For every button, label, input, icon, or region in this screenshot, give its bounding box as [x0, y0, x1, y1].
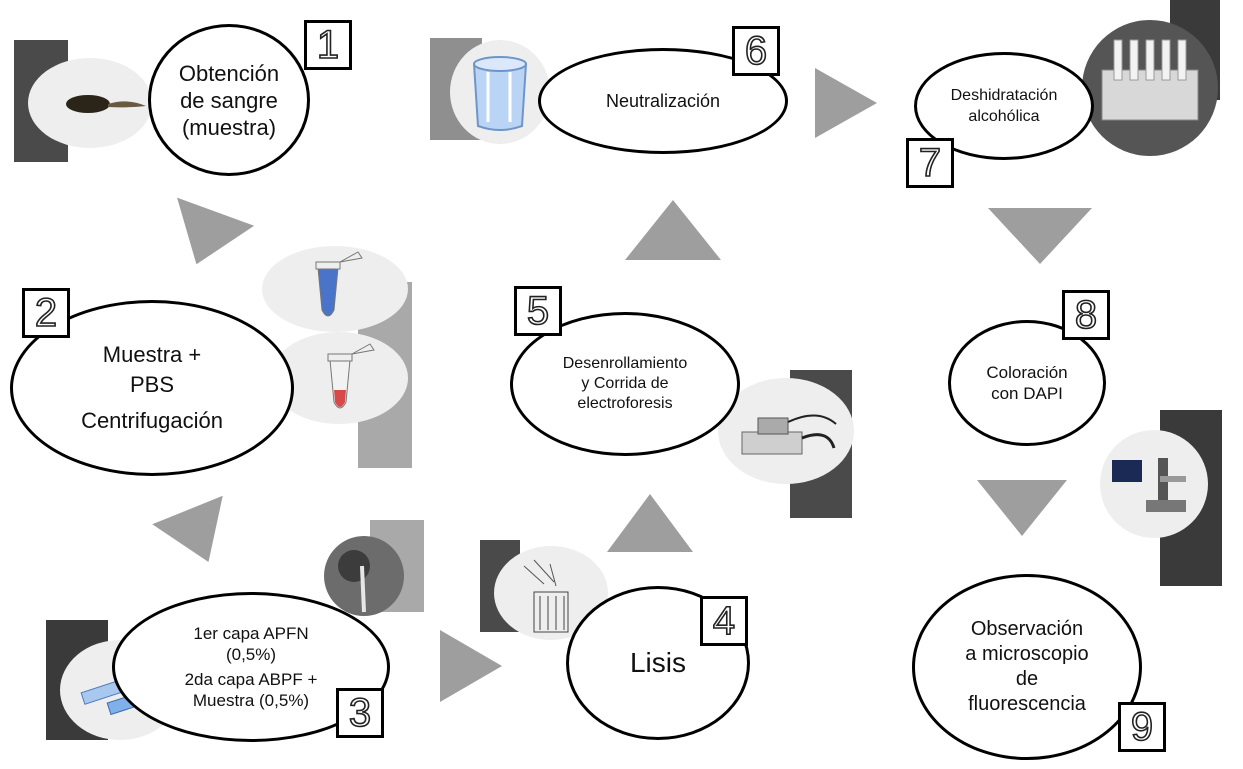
pipette-photo-icon — [338, 550, 370, 613]
step-7-line: alcohólica — [968, 108, 1040, 125]
step-3-line: 1er capa APFN — [193, 624, 309, 643]
red-tube-icon — [327, 343, 375, 409]
step-5-line: Desenrollamiento — [562, 355, 688, 372]
step-8-ellipse: Coloración con DAPI — [948, 320, 1106, 446]
step-1-line: (muestra) — [181, 114, 277, 140]
beaker-photo-circle — [450, 40, 550, 144]
step-1-ellipse: Obtención de sangre (muestra) — [148, 24, 310, 176]
tube-photo-circle-blue — [262, 246, 408, 332]
step-3-line: 2da capa ABPF + — [184, 670, 318, 689]
arrow-up — [625, 200, 721, 260]
step-4-number: 4 — [700, 596, 748, 646]
step-2-number: 2 — [22, 288, 70, 338]
arrow-down-left — [157, 197, 255, 279]
step-5-line: electroforesis — [577, 395, 673, 412]
step-4-line: Lisis — [629, 647, 686, 678]
arrow-up — [607, 494, 693, 552]
step-6-line: Neutralización — [605, 90, 721, 111]
step-2-line: PBS — [129, 372, 175, 397]
step-1-line: de sangre — [180, 87, 278, 113]
pipette-photo-circle — [324, 536, 404, 616]
staining-rack-photo-circle — [1082, 20, 1218, 156]
beaker-icon — [472, 56, 528, 131]
step-9-line: a microscopio — [965, 643, 1089, 665]
step-2-line: Muestra + — [102, 342, 202, 367]
arrow-down — [977, 480, 1067, 536]
arrow-right — [440, 630, 502, 702]
step-6-number: 6 — [732, 26, 780, 76]
step-2-line: Centrifugación — [81, 408, 223, 433]
electrophoresis-photo-circle — [718, 378, 854, 484]
lysis-tank-icon — [523, 559, 569, 633]
step-1-number: 1 — [304, 20, 352, 70]
step-5-line: y Corrida de — [581, 375, 669, 392]
step-1-line: Obtención — [178, 60, 280, 86]
step-9-ellipse: Observación a microscopio de fluorescenc… — [912, 574, 1142, 760]
step-3-line: Muestra (0,5%) — [192, 691, 310, 710]
step-9-line: de — [1015, 668, 1039, 690]
electrophoresis-icon — [741, 414, 837, 455]
tadpole-photo-circle — [28, 58, 152, 148]
staining-rack-icon — [1101, 39, 1199, 121]
step-7-number: 7 — [906, 138, 954, 188]
step-9-line: fluorescencia — [968, 693, 1086, 715]
step-2-ellipse: Muestra + PBS Centrifugación — [10, 300, 294, 476]
step-5-number: 5 — [514, 286, 562, 336]
step-3-line: (0,5%) — [225, 645, 277, 664]
step-7-line: Deshidratación — [950, 87, 1058, 104]
step-9-number: 9 — [1118, 702, 1166, 752]
step-8-line: con DAPI — [991, 384, 1063, 403]
step-8-number: 8 — [1062, 290, 1110, 340]
tadpole-icon — [66, 95, 146, 113]
blue-tube-icon — [315, 251, 363, 317]
step-9-line: Observación — [970, 618, 1084, 640]
step-5-ellipse: Desenrollamiento y Corrida de electrofor… — [510, 312, 740, 456]
microscope-photo-circle — [1100, 430, 1208, 538]
step-8-line: Coloración — [986, 363, 1068, 382]
arrow-down — [988, 208, 1092, 264]
microscope-icon — [1112, 458, 1186, 512]
arrow-right — [815, 68, 877, 138]
arrow-down-right — [152, 495, 244, 577]
step-3-number: 3 — [336, 688, 384, 738]
step-7-ellipse: Deshidratación alcohólica — [914, 52, 1094, 160]
